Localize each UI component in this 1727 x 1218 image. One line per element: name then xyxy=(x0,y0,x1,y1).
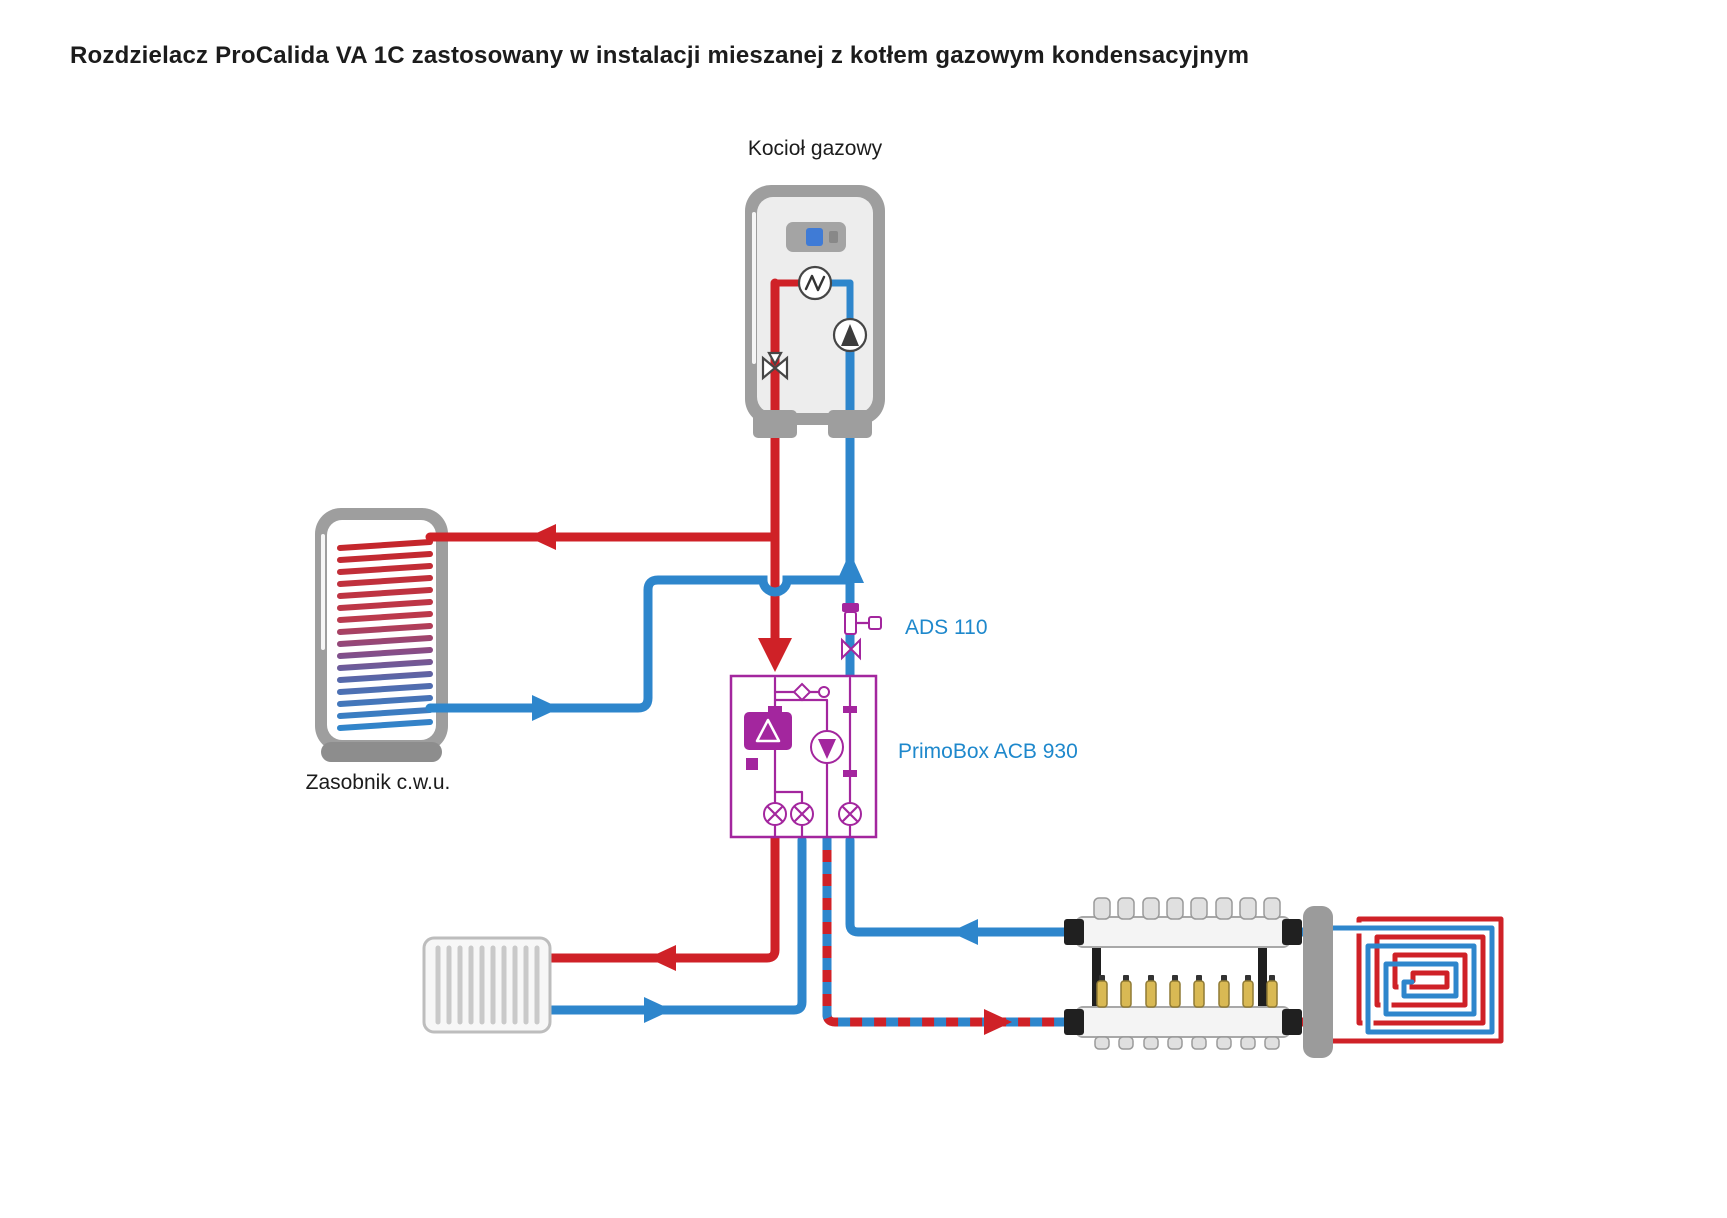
boiler-pump-triangle-icon xyxy=(841,324,859,346)
floor-heating-manifold xyxy=(1064,897,1302,1050)
primobox-sensor-block xyxy=(746,758,758,770)
manifold-fitting xyxy=(1064,1009,1084,1035)
flow-arrow-from-manifold xyxy=(950,919,978,945)
mixing-valve-icon xyxy=(792,682,812,702)
floor-passage-bar xyxy=(1303,906,1333,1058)
manifold-supply-bar xyxy=(1075,1006,1291,1038)
floor-heating-loop xyxy=(1303,906,1504,1058)
primobox-controller xyxy=(744,712,792,750)
page-title: Rozdzielacz ProCalida VA 1C zastosowany … xyxy=(70,42,1250,69)
boiler-symbols xyxy=(761,265,868,381)
three-way-valve-icon xyxy=(761,351,789,381)
manifold-return-pipe xyxy=(845,835,1085,937)
flow-arrows xyxy=(528,524,1012,1035)
ads-110-air-separator xyxy=(841,603,882,661)
heat-exchanger-wave-icon xyxy=(804,274,826,292)
flow-arrow-to-primobox xyxy=(758,638,792,672)
flow-arrow-from-tank xyxy=(532,695,560,721)
flow-arrow-to-radiator xyxy=(648,945,676,971)
boiler-connection-tab-right xyxy=(828,410,872,438)
boiler-display-button xyxy=(829,231,838,243)
manifold-fitting xyxy=(1064,919,1084,945)
radiator-supply-pipe xyxy=(543,833,780,963)
primobox-label: PrimoBox ACB 930 xyxy=(898,740,1078,763)
gas-boiler xyxy=(745,185,885,425)
dhw-tank xyxy=(315,508,448,762)
manifold-fitting xyxy=(1282,1009,1302,1035)
flow-arrow-from-radiator xyxy=(644,997,672,1023)
floor-loop-return-spiral xyxy=(1321,925,1495,1035)
tank-heating-coil xyxy=(337,539,433,731)
radiator-return-pipe xyxy=(543,835,807,1015)
primobox-mixing-station xyxy=(729,674,878,839)
flow-arrow-to-boiler xyxy=(836,552,864,583)
boiler-display-screen xyxy=(806,228,823,246)
radiator xyxy=(422,936,552,1034)
mixed-supply-pipe-dashes xyxy=(822,838,1080,1027)
warning-triangle-icon xyxy=(755,718,781,743)
boiler-label: Kocioł gazowy xyxy=(747,137,883,160)
boiler-connection-tab-left xyxy=(753,410,797,438)
manifold-bracket-left xyxy=(1092,918,1101,1038)
valve-actuator-icon xyxy=(818,686,830,698)
manifold-return-bar xyxy=(1075,916,1291,948)
floor-loop-supply-spiral xyxy=(1319,916,1504,1044)
manifold-bracket-right xyxy=(1258,918,1267,1038)
manifold-fitting xyxy=(1282,919,1302,945)
radiator-fins xyxy=(435,945,540,1025)
tank-label: Zasobnik c.w.u. xyxy=(305,771,451,794)
primobox-shutoff-valves xyxy=(763,802,862,826)
primobox-pump-triangle-icon xyxy=(818,739,836,759)
tank-base xyxy=(321,742,442,762)
ads-110-label: ADS 110 xyxy=(905,616,988,639)
flow-arrow-to-tank xyxy=(528,524,556,550)
tank-return-pipe-with-bridge xyxy=(425,575,855,713)
flow-arrow-to-manifold xyxy=(984,1009,1012,1035)
